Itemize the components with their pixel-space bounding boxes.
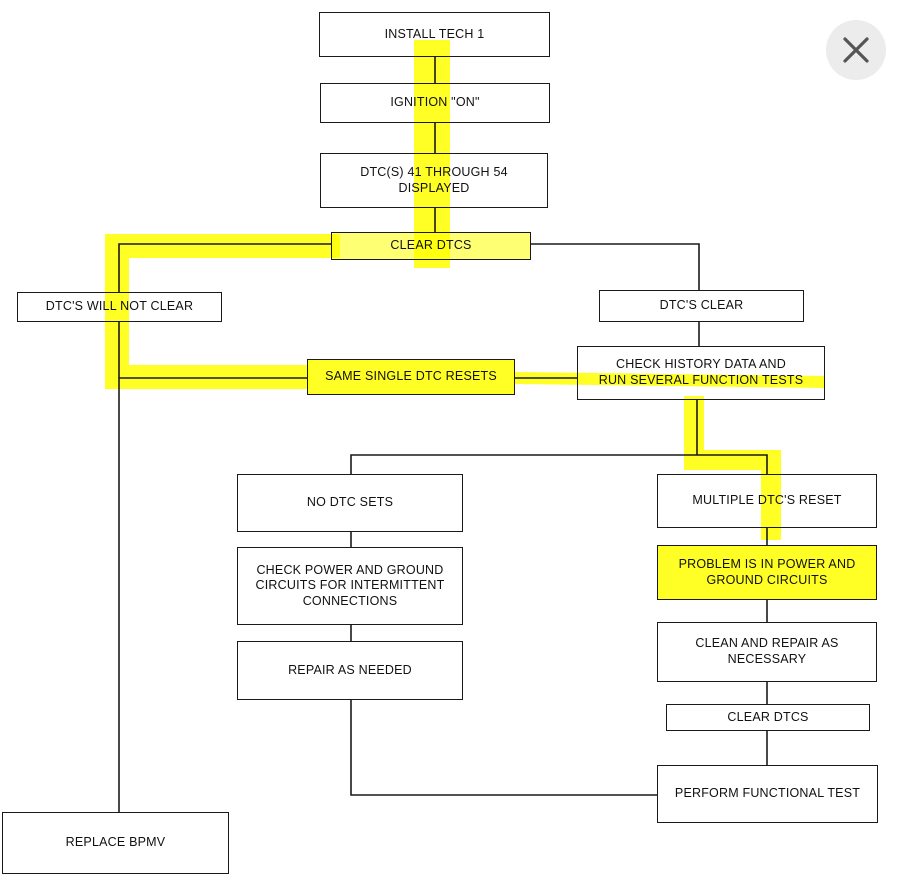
node-no-dtc-sets: NO DTC SETS bbox=[237, 474, 463, 532]
node-problem-power-ground: PROBLEM IS IN POWER AND GROUND CIRCUITS bbox=[657, 545, 877, 600]
highlight-right-path bbox=[684, 396, 781, 540]
node-check-history: CHECK HISTORY DATA AND RUN SEVERAL FUNCT… bbox=[577, 346, 825, 400]
node-clear-dtcs-top: CLEAR DTCS bbox=[331, 232, 531, 260]
node-replace-bpmv: REPLACE BPMV bbox=[2, 812, 229, 874]
node-dtcs-clear: DTC'S CLEAR bbox=[599, 290, 804, 322]
node-ignition-on: IGNITION "ON" bbox=[320, 83, 550, 123]
node-multiple-dtcs-reset: MULTIPLE DTC'S RESET bbox=[657, 474, 877, 528]
node-install-tech: INSTALL TECH 1 bbox=[319, 12, 550, 57]
node-dtcs-will-not-clear: DTC'S WILL NOT CLEAR bbox=[17, 292, 222, 322]
connector bbox=[531, 243, 700, 290]
connector bbox=[350, 454, 768, 474]
connector bbox=[118, 243, 331, 292]
connector bbox=[350, 700, 657, 796]
node-dtcs-displayed: DTC(S) 41 THROUGH 54 DISPLAYED bbox=[320, 153, 548, 208]
close-icon bbox=[841, 35, 871, 65]
node-clean-and-repair: CLEAN AND REPAIR AS NECESSARY bbox=[657, 622, 877, 682]
highlight-left-path bbox=[105, 234, 340, 389]
node-check-power-ground: CHECK POWER AND GROUND CIRCUITS FOR INTE… bbox=[237, 547, 463, 625]
node-clear-dtcs-bottom: CLEAR DTCS bbox=[666, 704, 870, 731]
node-same-single-dtc-resets: SAME SINGLE DTC RESETS bbox=[307, 359, 515, 395]
node-perform-functional-test: PERFORM FUNCTIONAL TEST bbox=[657, 765, 878, 823]
close-button[interactable] bbox=[826, 20, 886, 80]
node-repair-as-needed: REPAIR AS NEEDED bbox=[237, 641, 463, 700]
